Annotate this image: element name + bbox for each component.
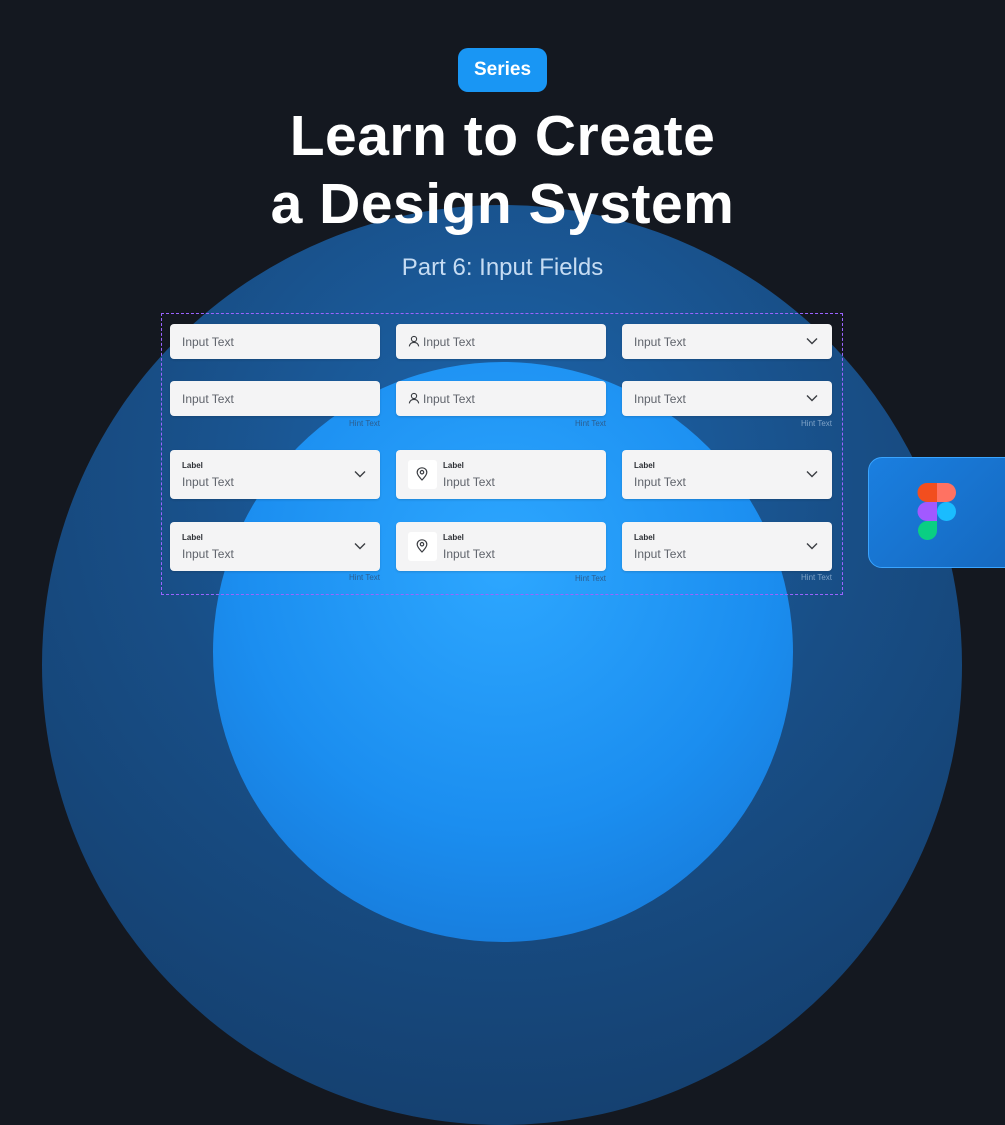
chevron-down-icon [806,471,818,478]
input-text: Input Text [443,547,495,561]
input-field-basic[interactable]: Input Text [170,324,380,359]
hint-text: Hint Text [349,573,380,582]
chevron-down-icon [806,395,818,402]
hint-text: Hint Text [801,573,832,582]
input-text: Input Text [634,475,686,489]
component-frame [161,313,843,595]
input-text: Input Text [423,335,475,349]
input-text: Input Text [182,547,234,561]
input-text: Input Text [182,392,234,406]
figma-logo-icon [917,483,956,540]
series-badge: Series [458,48,547,92]
location-pin-icon-box [408,460,437,489]
location-pin-icon-box [408,532,437,561]
input-text: Input Text [182,335,234,349]
field-label: Label [443,461,464,470]
input-text: Input Text [634,392,686,406]
input-text: Input Text [634,335,686,349]
input-text: Input Text [423,392,475,406]
input-field-labeled-dropdown-hint[interactable]: Label Input Text [170,522,380,571]
field-label: Label [443,533,464,542]
input-field-dropdown[interactable]: Input Text [622,324,832,359]
input-field-dropdown-hint[interactable]: Input Text [622,381,832,416]
input-text: Input Text [182,475,234,489]
input-field-labeled-dropdown-hint[interactable]: Label Input Text [622,522,832,571]
hint-text: Hint Text [575,574,606,583]
input-text: Input Text [443,475,495,489]
input-field-labeled-dropdown[interactable]: Label Input Text [170,450,380,499]
chevron-down-icon [806,338,818,345]
page-title-line2: a Design System [270,172,735,236]
page-title-line1: Learn to Create [289,104,716,168]
field-label: Label [182,461,203,470]
chevron-down-icon [354,543,366,550]
input-field-labeled-location-hint[interactable]: Label Input Text [396,522,606,571]
chevron-down-icon [354,471,366,478]
chevron-down-icon [806,543,818,550]
input-field-user-icon-hint[interactable]: Input Text [396,381,606,416]
field-label: Label [634,533,655,542]
hint-text: Hint Text [801,419,832,428]
input-field-labeled-dropdown[interactable]: Label Input Text [622,450,832,499]
input-text: Input Text [634,547,686,561]
field-label: Label [182,533,203,542]
page-subtitle: Part 6: Input Fields [401,254,604,281]
input-field-labeled-location[interactable]: Label Input Text [396,450,606,499]
hint-text: Hint Text [575,419,606,428]
input-field-user-icon[interactable]: Input Text [396,324,606,359]
figma-card [868,457,1005,568]
input-field-basic-hint[interactable]: Input Text [170,381,380,416]
location-pin-icon [416,467,428,481]
user-icon [408,335,420,347]
location-pin-icon [416,539,428,553]
user-icon [408,392,420,404]
field-label: Label [634,461,655,470]
hint-text: Hint Text [349,419,380,428]
